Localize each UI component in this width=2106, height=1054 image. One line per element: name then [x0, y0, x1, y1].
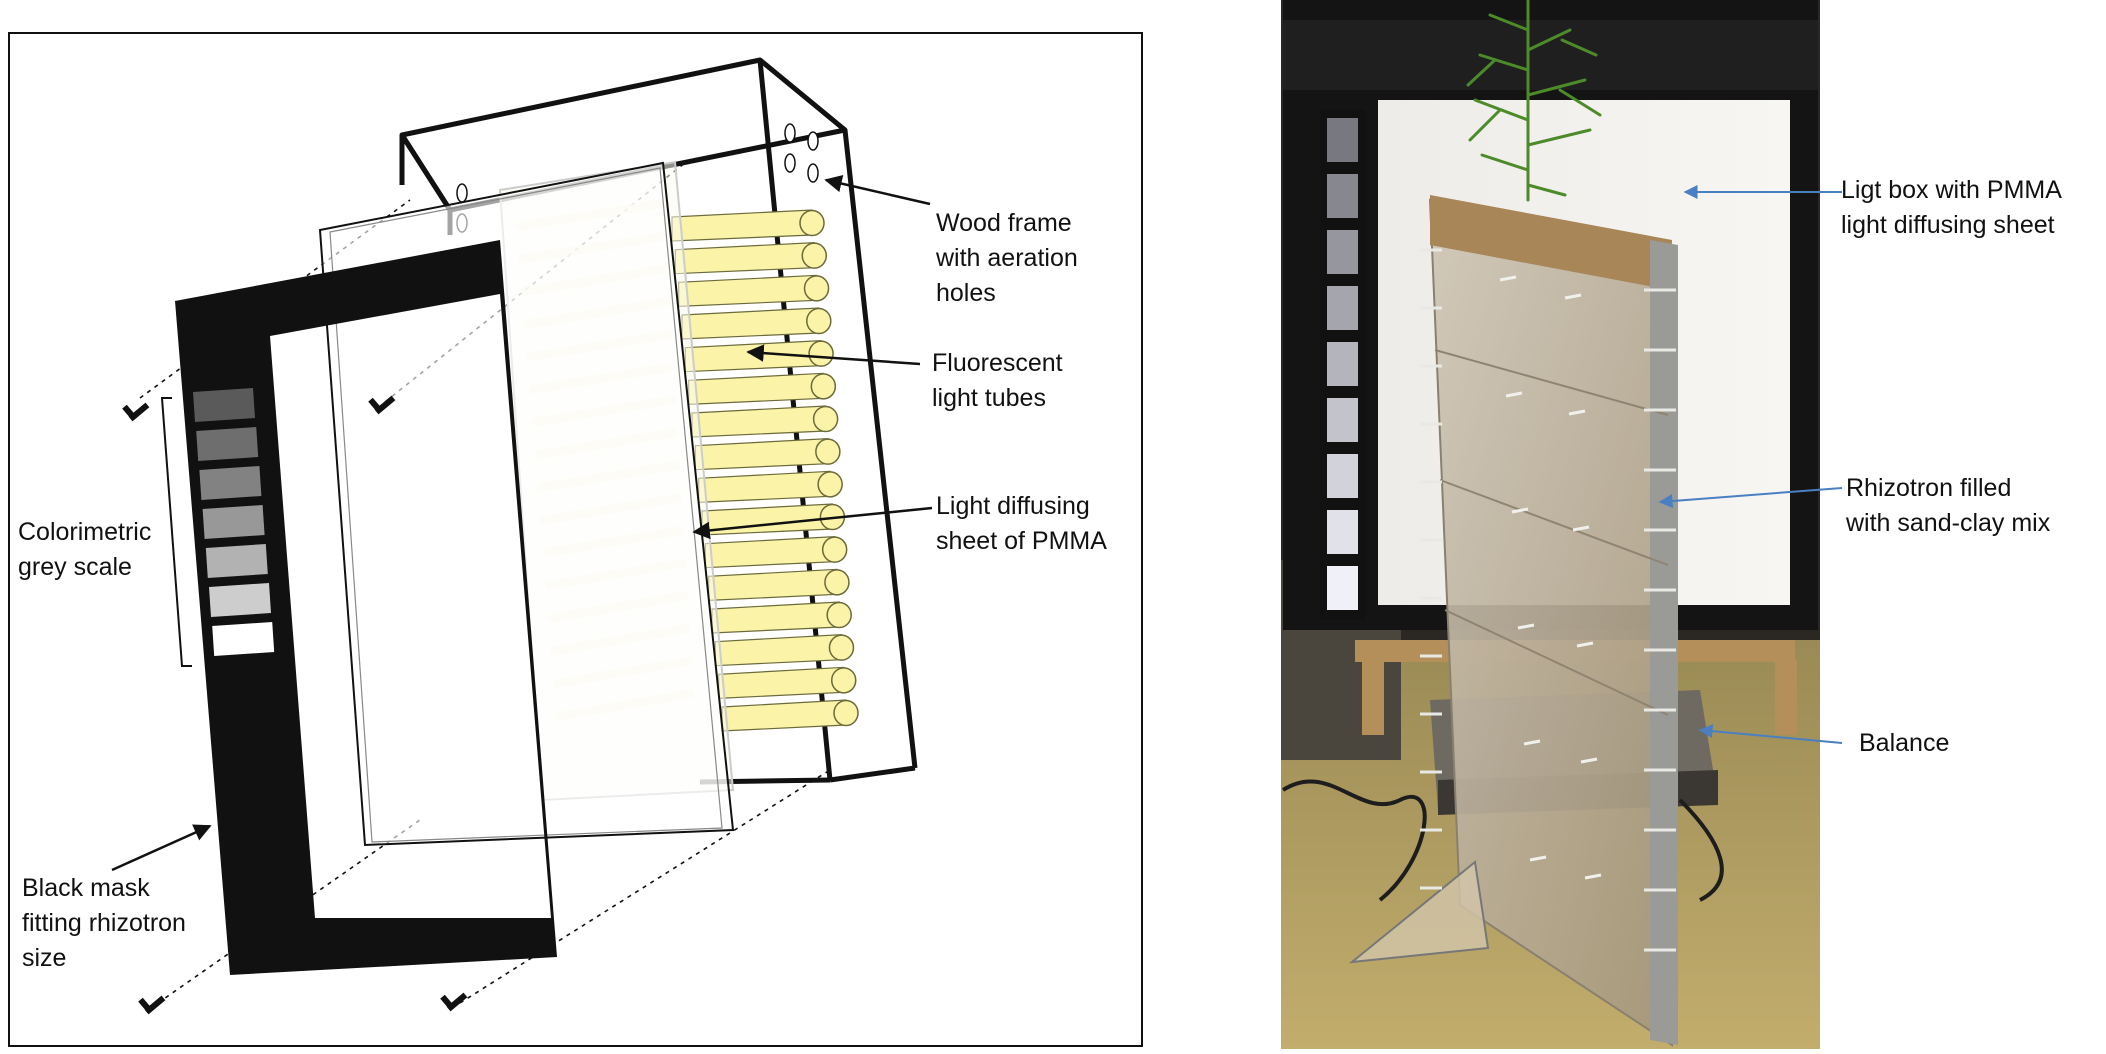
pmma-sheet	[318, 161, 735, 847]
arrow-mask	[111, 824, 212, 872]
screw	[138, 995, 166, 1015]
rhizotron-pin	[1564, 293, 1582, 300]
grey-scale-patch	[212, 622, 275, 656]
rhizotron-top	[1430, 195, 1672, 290]
label-fluorescent-tubes: Fluorescent light tubes	[932, 349, 1063, 412]
aeration-hole	[807, 131, 819, 151]
grey-scale-patch	[196, 427, 259, 461]
label-diffusing-sheet: Light diffusing sheet of PMMA	[936, 492, 1107, 555]
annotation-arrows-left	[111, 175, 933, 872]
photo-grey-scale	[1320, 110, 1365, 620]
grey-scale-patch	[202, 505, 265, 539]
grey-scale-patch	[193, 388, 255, 422]
rhizotron-support	[1348, 860, 1490, 964]
photo-grey-patch	[1327, 118, 1358, 162]
label-balance: Balance	[1859, 729, 1950, 757]
rhizotron-pin	[1505, 391, 1523, 398]
rhizotron-pin	[1576, 641, 1594, 648]
arrow-rhizotron	[1658, 487, 1843, 509]
rhizotron-pin	[1572, 525, 1590, 532]
grey-scale-patch	[199, 466, 262, 500]
photo-grey-patch	[1327, 286, 1358, 330]
arrow-balance	[1698, 724, 1843, 744]
rhizotron-pin	[1529, 855, 1547, 862]
rhizotron-pin	[1499, 275, 1517, 282]
photo-grey-patch	[1327, 398, 1358, 442]
rhizotron-pin	[1580, 757, 1598, 764]
rhizotron-edge	[1650, 240, 1678, 1045]
screw	[122, 402, 150, 422]
screw	[440, 992, 468, 1012]
label-light-box: Ligt box with PMMA light diffusing sheet	[1841, 176, 2062, 239]
aeration-hole	[456, 183, 468, 203]
photo-grey-patch	[1327, 510, 1358, 554]
grey-scale-patch	[205, 544, 268, 578]
rhizotron-pin	[1517, 623, 1535, 630]
screws	[122, 395, 468, 1015]
rhizotron-pin	[1523, 739, 1541, 746]
arrow-diffusing	[692, 506, 933, 540]
photo-panel	[1281, 0, 1843, 1049]
greyscale-bracket	[160, 397, 192, 667]
arrow-wood-frame	[824, 175, 931, 206]
aeration-hole	[784, 153, 796, 173]
photo-grey-patch	[1327, 566, 1358, 610]
photo-grey-patch	[1327, 342, 1358, 386]
aeration-hole	[784, 123, 796, 143]
photo-grey-patch	[1327, 174, 1358, 218]
plant	[1466, 0, 1602, 202]
aeration-hole	[807, 163, 819, 183]
arrow-fluorescent	[746, 344, 921, 366]
label-grey-scale: Colorimetric grey scale	[18, 518, 152, 581]
photo-grey-patch	[1327, 454, 1358, 498]
screw	[368, 395, 396, 415]
grey-scale-patch	[209, 583, 271, 617]
label-rhizotron: Rhizotron filled with sand-clay mix	[1846, 474, 2051, 537]
label-black-mask: Black mask fitting rhizotron size	[22, 874, 186, 972]
grey-scale	[193, 388, 275, 656]
rhizotron-pin	[1584, 873, 1602, 880]
photo-grey-patch	[1327, 230, 1358, 274]
rhizotron-pins	[1420, 248, 1676, 952]
label-wood-frame: Wood frame with aeration holes	[936, 209, 1078, 307]
black-mask	[175, 240, 557, 975]
rhizotron-pin	[1511, 507, 1529, 514]
rhizotron-pin	[1568, 409, 1586, 416]
